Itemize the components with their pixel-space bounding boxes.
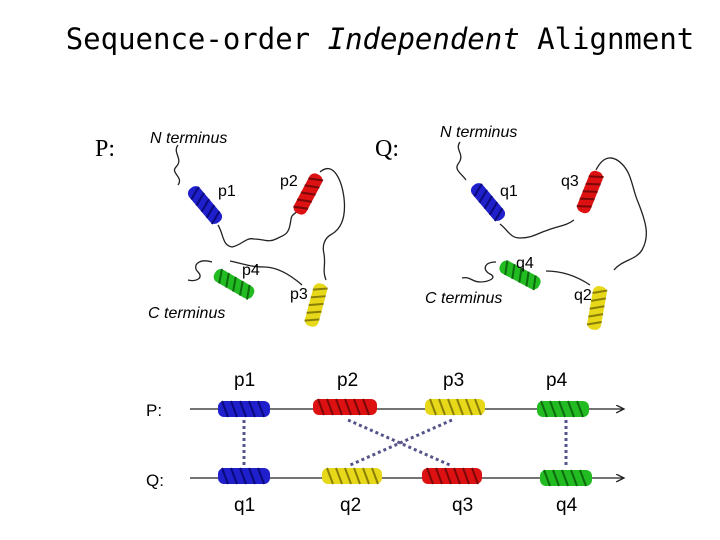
q-loop-2-4	[545, 270, 591, 286]
aligned-helix-p4	[537, 400, 589, 418]
p-order-label-4: p4	[546, 370, 568, 391]
aligned-helix-p1	[218, 400, 270, 418]
helix-q2	[586, 286, 608, 330]
q-order-label-4: q4	[556, 495, 578, 516]
title-part-3: Alignment	[519, 22, 695, 56]
q-loop-c	[461, 261, 497, 283]
aligned-helix-q2	[322, 467, 382, 485]
p-order-label-3: p3	[443, 370, 464, 391]
q-loop-3	[595, 157, 648, 271]
structure-p: N terminus C terminus p1 p2 p3 p4	[148, 130, 346, 327]
p-helix-label-4: p4	[242, 262, 260, 279]
p-loop-n	[173, 144, 181, 186]
p-c-terminus-label: C terminus	[148, 305, 225, 322]
title-part-2: Independent	[327, 22, 520, 56]
helix-p1	[187, 186, 223, 225]
q-c-terminus-label: C terminus	[425, 290, 502, 307]
helix-p4	[213, 268, 255, 300]
q-loop-n	[456, 141, 467, 181]
q-helix-label-3: q3	[561, 173, 579, 190]
aligned-helix-q4	[540, 469, 592, 487]
p-loop-3-4	[229, 260, 303, 286]
aligned-helix-p2	[313, 398, 377, 416]
p-helix-label-1: p1	[218, 183, 236, 200]
helix-q4	[499, 260, 541, 291]
q-order-label-1: q1	[234, 495, 255, 516]
q-order-label-3: q3	[452, 495, 473, 516]
helix-p2	[293, 173, 324, 215]
q-order-label-2: q2	[340, 495, 361, 516]
alignment-p-row-label: P:	[146, 401, 162, 420]
p-helix-label-3: p3	[290, 286, 308, 303]
helix-p3	[304, 283, 328, 327]
q-helix-label-1: q1	[500, 183, 518, 200]
helix-q3	[576, 170, 604, 214]
q-loop-1-4	[499, 219, 575, 239]
aligned-helix-p3	[425, 398, 485, 416]
alignment-q-row-label: Q:	[146, 471, 164, 490]
q-n-terminus-label: N terminus	[440, 124, 517, 141]
structure-p-label: P:	[95, 136, 116, 162]
structure-q: N terminus C terminus q1 q2 q3 q4	[425, 124, 648, 330]
q-helix-label-2: q2	[574, 287, 592, 304]
helix-q1	[470, 183, 506, 222]
structure-q-label: Q:	[375, 136, 399, 162]
p-order-label-2: p2	[337, 370, 358, 391]
q-helix-label-4: q4	[516, 255, 534, 272]
p-loop-1-2	[217, 210, 299, 248]
alignment-diagram: P: Q: p1 p2 p3 p4 q1 q2 q3 q4	[146, 370, 624, 516]
p-helix-label-2: p2	[280, 173, 298, 190]
aligned-helix-q1	[218, 467, 270, 485]
slide-title: Sequence-order Independent Alignment	[0, 22, 720, 56]
aligned-helix-q3	[422, 467, 482, 485]
connector-p3-q2	[347, 418, 453, 468]
p-n-terminus-label: N terminus	[150, 130, 227, 147]
p-loop-2-3	[319, 168, 346, 281]
p-loop-c	[187, 260, 213, 282]
p-order-label-1: p1	[234, 370, 255, 391]
title-part-1: Sequence-order	[65, 22, 328, 56]
